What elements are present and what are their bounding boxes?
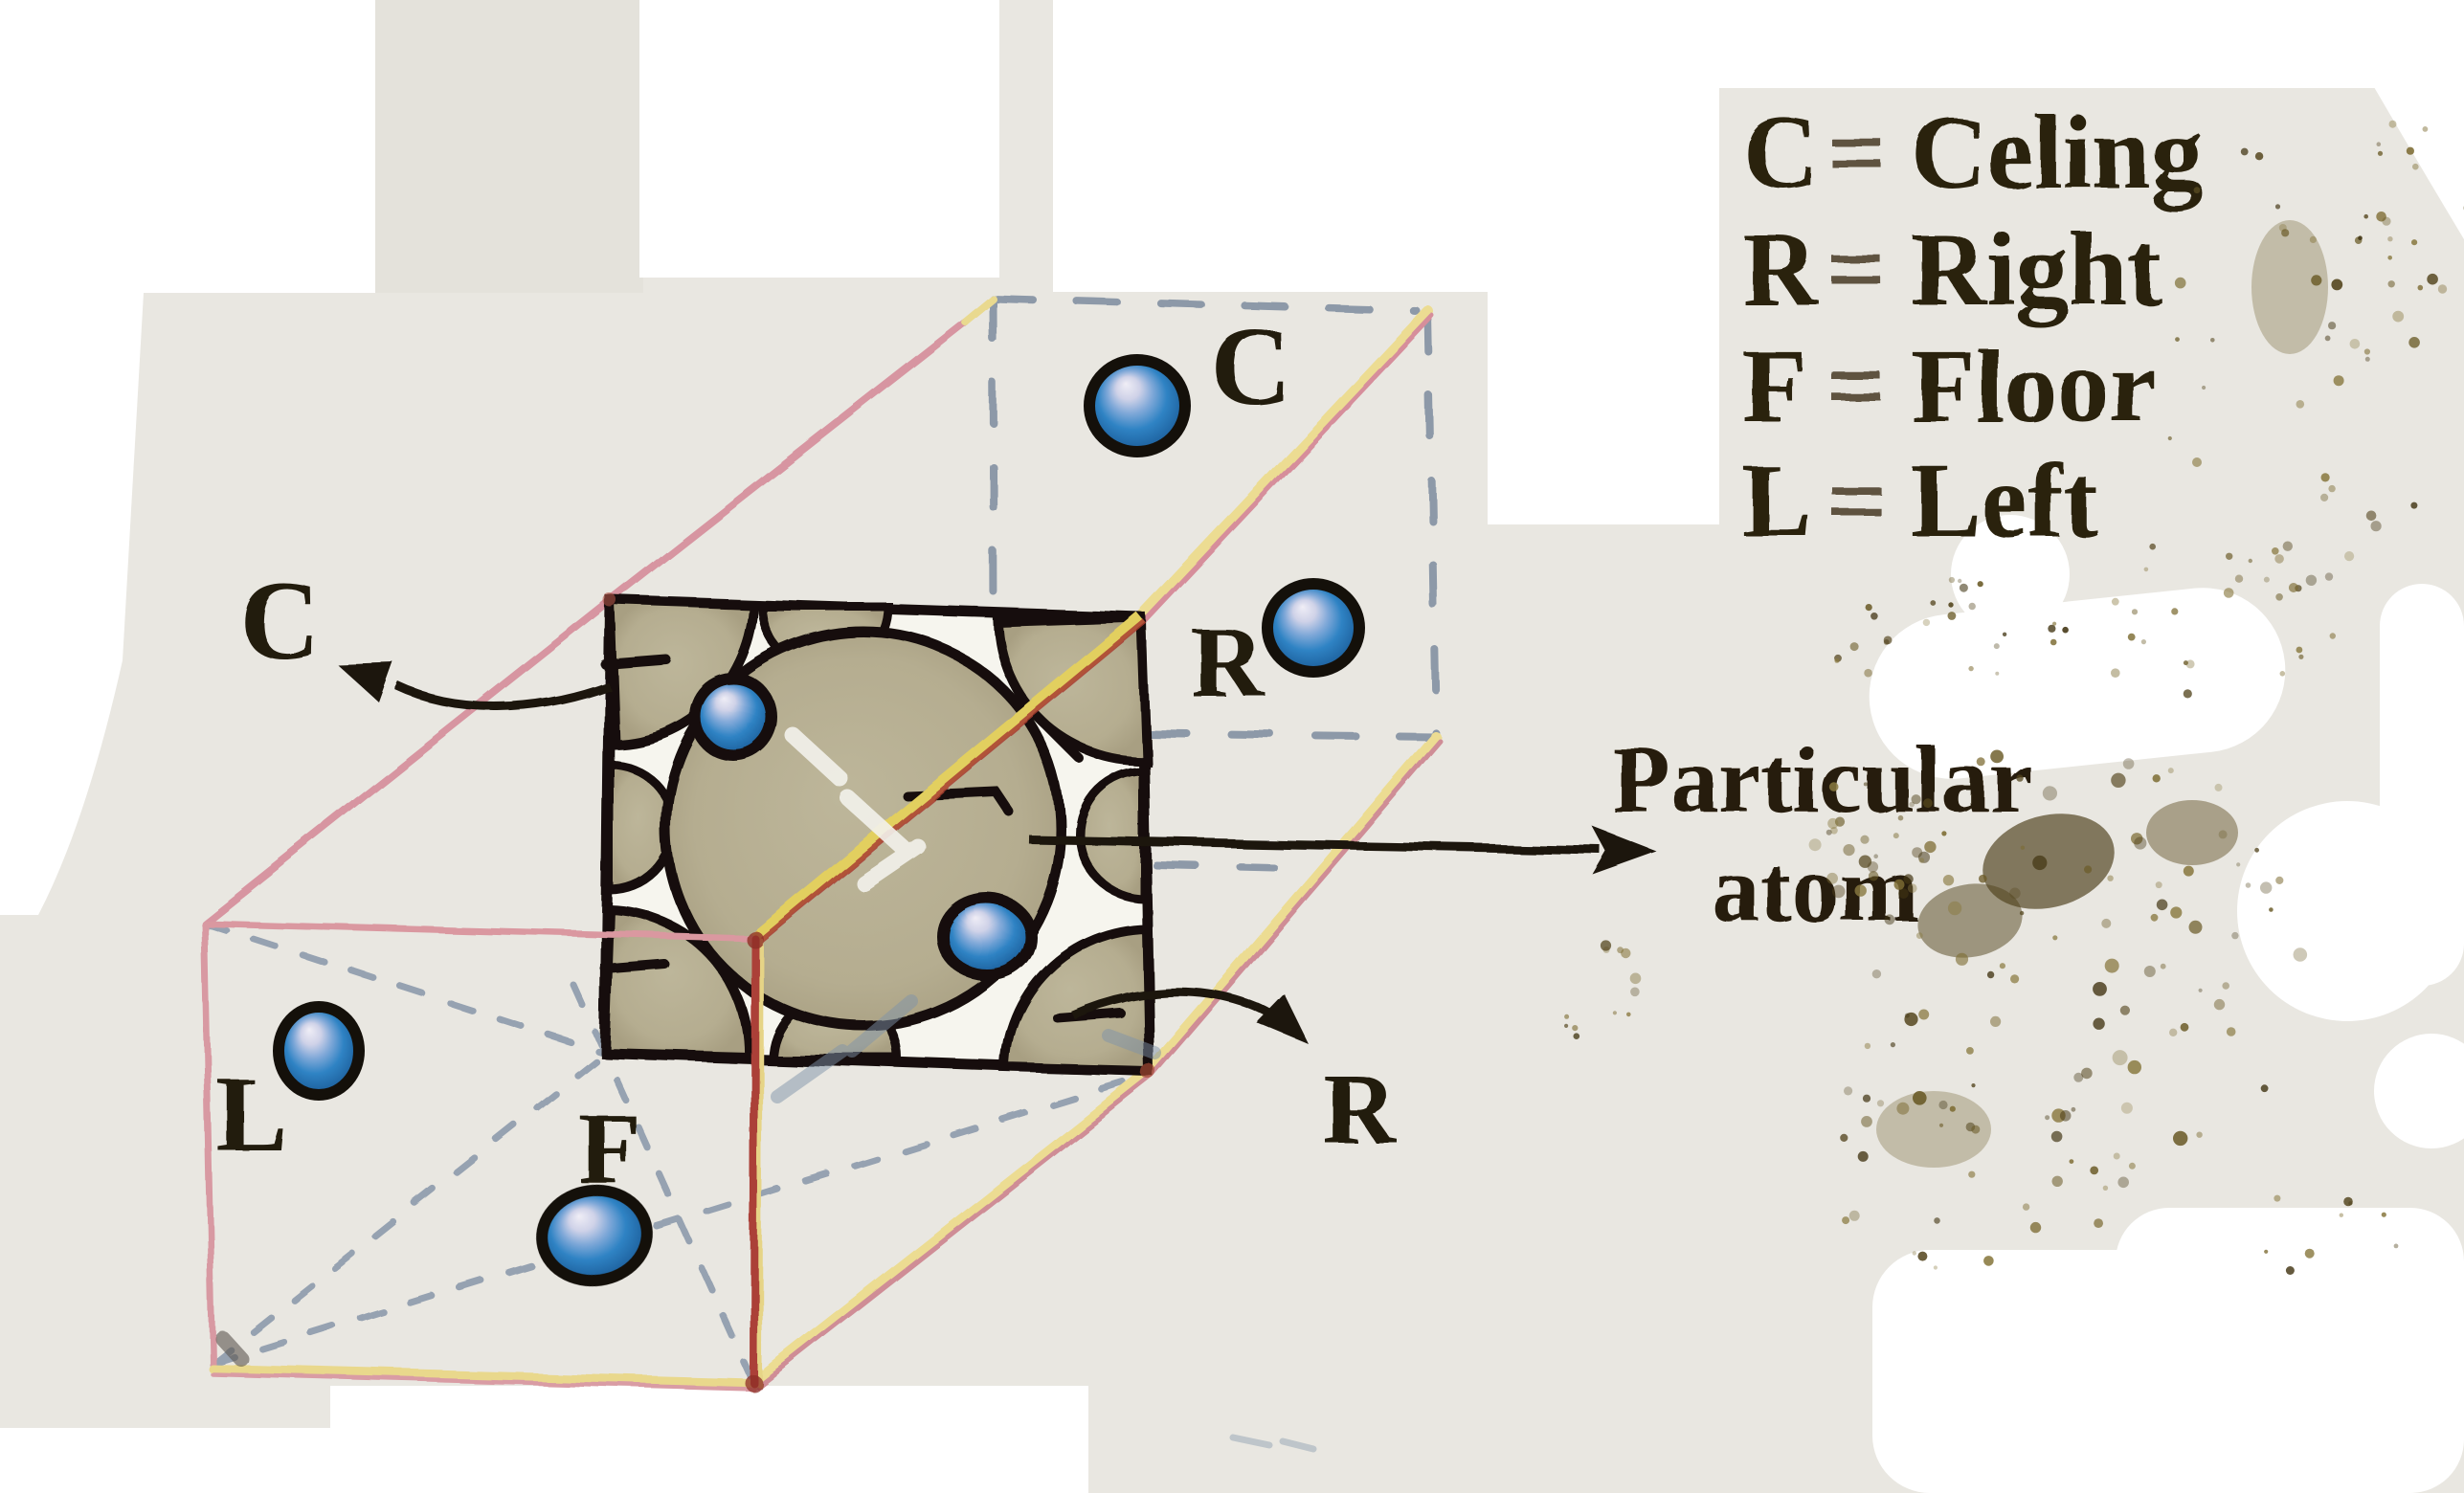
through-edge-yellow: [750, 612, 1146, 944]
legend-meaning: Celing: [1911, 94, 2204, 211]
legend-meaning: Left: [1911, 442, 2098, 559]
junction-blob-front-tr: [746, 930, 763, 947]
callout-line2: atom: [1712, 836, 1919, 942]
legend: C = Celing R = Right F = Floor L = Left: [1742, 94, 2204, 559]
legend-line-floor: F = Floor: [1742, 327, 2157, 444]
scan-patch-gray: [375, 0, 643, 293]
front-face-left-edge: [200, 919, 216, 1368]
stray-dash-line: [1152, 860, 1277, 871]
blue-atom-section-upper: [689, 673, 777, 761]
ceiling-arrow: [337, 662, 611, 711]
legend-equals: =: [1826, 442, 1887, 559]
label-right-wall-atom: R: [1191, 606, 1266, 718]
junction-blob-section-tl: [603, 593, 616, 607]
label-ceiling-atom: C: [1210, 303, 1291, 429]
junction-blob-section-br: [1141, 1064, 1156, 1080]
callout-line1: Particular: [1612, 726, 2032, 833]
cross-section-square: [599, 594, 1154, 1078]
corner-smudge-front-bl: [214, 1330, 249, 1367]
hidden-long-edge-bottom-left: [209, 1049, 609, 1368]
blue-atom-section-lower: [937, 893, 1037, 981]
legend-equals: =: [1826, 327, 1887, 444]
legend-symbol: R: [1742, 211, 1820, 327]
eraser-streaks: [784, 726, 926, 891]
legend-symbol: F: [1742, 327, 1803, 444]
back-face-left-edge: [989, 295, 997, 624]
legend-meaning: Floor: [1911, 327, 2157, 444]
front-face-bottom-edge-pink: [210, 1371, 756, 1392]
annotation-arrows: [337, 662, 1657, 1045]
back-face-top-edge: [989, 295, 1421, 315]
front-face-right-edge-yellow: [756, 937, 763, 1388]
scan-stain-speckles: [1564, 120, 2464, 1275]
ceiling-arrowhead: [337, 662, 393, 702]
legend-meaning: Right: [1911, 211, 2162, 327]
particular-atom-arrowhead: [1593, 827, 1657, 875]
particular-atom-arrow: [1028, 827, 1657, 875]
label-ceiling-arrow: C: [239, 558, 321, 683]
legend-symbol: L: [1742, 442, 1808, 559]
front-face-bottom-edge-yellow: [208, 1364, 758, 1388]
label-floor-atom: F: [578, 1092, 640, 1204]
long-edge-top-right-pink: [1142, 313, 1435, 624]
face-letter-labels: C C R L F R: [216, 303, 1398, 1204]
long-edge-top-right-yellow: [1135, 306, 1434, 623]
long-edge-top-left-yellow-tip: [961, 295, 997, 325]
blue-atom-left-wall: [273, 1001, 365, 1101]
watercolor-smudges: [771, 994, 1317, 1453]
right-wall-arrow: [1070, 987, 1310, 1045]
left-wall-diagonal: [200, 919, 609, 1057]
legend-line-left: L = Left: [1742, 442, 2098, 559]
site-atoms: [273, 354, 1365, 1287]
blue-atom-right-wall: [1262, 578, 1365, 678]
particular-atom-callout: Particular atom: [1612, 726, 2032, 942]
through-edge-red: [756, 618, 1147, 945]
label-right-wall-arrow: R: [1323, 1053, 1398, 1165]
junction-blob-front-br: [745, 1374, 762, 1392]
legend-equals: =: [1826, 211, 1887, 327]
label-left-wall-atom: L: [216, 1056, 288, 1174]
blue-atom-ceiling: [1084, 354, 1191, 457]
front-face-right-edge-red: [750, 934, 758, 1387]
tube-front-face: [200, 593, 1156, 1392]
back-face-right-edge: [1424, 308, 1440, 741]
legend-line-ceiling: C = Celing: [1742, 94, 2204, 211]
blue-atom-floor: [536, 1184, 653, 1287]
tick-marks: [600, 655, 1125, 1022]
legend-equals: =: [1826, 94, 1887, 211]
right-wall-arrowhead: [1257, 994, 1310, 1045]
tube-back-face: [989, 295, 1440, 871]
legend-line-right: R = Right: [1742, 211, 2162, 327]
front-face-top-edge: [200, 919, 758, 942]
legend-symbol: C: [1742, 94, 1818, 211]
